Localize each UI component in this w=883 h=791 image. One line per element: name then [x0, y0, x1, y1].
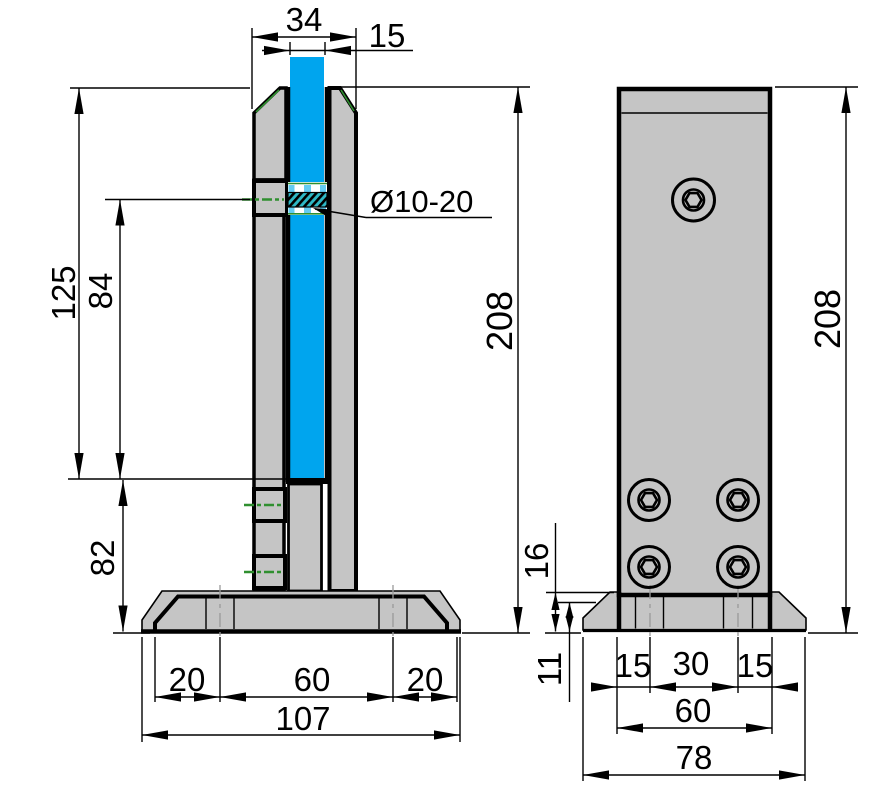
svg-text:11: 11 [531, 652, 568, 686]
left-clamp-column [252, 178, 286, 593]
base-side-details [583, 585, 806, 640]
svg-text:82: 82 [84, 540, 121, 577]
svg-text:125: 125 [45, 265, 82, 320]
base-side-profile [582, 591, 807, 631]
front-view: Ø10-20 34 15 [45, 1, 530, 742]
svg-text:208: 208 [807, 289, 848, 349]
dim-upper-height: 125 [45, 87, 287, 480]
glass-pane [290, 57, 324, 480]
svg-text:78: 78 [676, 739, 713, 776]
svg-text:60: 60 [675, 692, 712, 729]
hex-screw-mid-left [627, 478, 671, 522]
svg-text:20: 20 [169, 661, 206, 698]
base-inner-profile [153, 594, 449, 630]
hex-screw-low-right [716, 545, 760, 589]
clamp-screw-box [252, 179, 289, 217]
hex-screw-mid-right [716, 478, 760, 522]
base-front [141, 585, 461, 641]
glass-panel [285, 57, 330, 484]
dim-base-width-side: 78 [583, 739, 805, 780]
dim-bolt-spacing: 15 30 15 [582, 637, 806, 781]
base-side [582, 591, 807, 631]
svg-text:107: 107 [275, 700, 330, 737]
svg-text:15: 15 [615, 647, 652, 684]
dim-base-offsets: 20 60 20 [154, 637, 458, 702]
svg-text:208: 208 [479, 291, 520, 351]
hole-callout: Ø10-20 [313, 184, 492, 219]
bolt-hatch [287, 191, 328, 208]
dim-clamp-height: 84 [82, 198, 250, 479]
svg-text:20: 20 [407, 661, 444, 698]
hex-screw-low-left [627, 545, 671, 589]
svg-text:30: 30 [673, 645, 710, 682]
side-view: 208 16 11 [518, 86, 858, 781]
dim-base-plate-height: 11 [531, 601, 596, 702]
dim-front-width: 34 [251, 1, 357, 109]
left-chamfer-accent [255, 89, 280, 113]
svg-text:16: 16 [518, 543, 555, 580]
right-clamp-post [327, 86, 358, 593]
svg-text:84: 84 [82, 273, 119, 310]
svg-text:15: 15 [737, 647, 774, 684]
hex-screw-top [671, 177, 716, 223]
dim-side-total-height: 208 [775, 86, 858, 634]
dim-body-width: 60 [617, 692, 772, 733]
svg-text:15: 15 [369, 17, 406, 54]
right-chamfer-accent [340, 89, 355, 112]
hex-screws [627, 177, 760, 589]
leader-line [314, 208, 367, 219]
left-clamp-post [252, 86, 288, 182]
dim-base-step-height: 16 [518, 523, 614, 634]
hole-callout-label: Ø10-20 [370, 184, 473, 219]
dim-lower-height: 82 [84, 480, 150, 634]
center-column [287, 482, 323, 593]
svg-text:34: 34 [286, 1, 323, 38]
side-dimensions: 208 16 11 [518, 86, 858, 781]
front-dimensions: 34 15 125 [45, 1, 530, 742]
dim-glass-thickness: 15 [262, 17, 413, 56]
dim-base-width-front: 107 [141, 637, 461, 742]
dim-front-total-height: 208 [340, 86, 530, 634]
glass-bottom-edge [286, 478, 329, 484]
svg-text:60: 60 [294, 661, 331, 698]
